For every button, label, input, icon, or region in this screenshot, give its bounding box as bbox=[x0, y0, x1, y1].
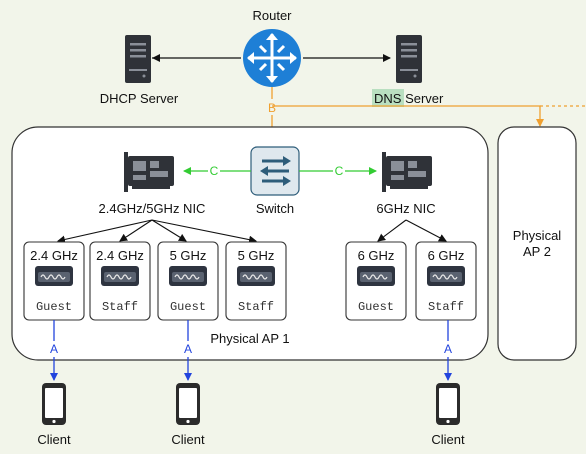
radio-ssid-label: Staff bbox=[102, 300, 138, 314]
client-link-label: A bbox=[184, 342, 192, 356]
dns-server-icon bbox=[396, 35, 422, 83]
nic-right-label: 6GHz NIC bbox=[376, 201, 435, 216]
router-ap2-link bbox=[272, 105, 544, 127]
router-icon bbox=[243, 29, 301, 87]
access-point-icon bbox=[426, 265, 466, 287]
radio-band-label: 2.4 GHz bbox=[96, 248, 144, 263]
switch-nic-right-label: C bbox=[335, 164, 344, 178]
switch-nic-left-label: C bbox=[210, 164, 219, 178]
radio-ssid-label: Guest bbox=[358, 300, 394, 314]
physical-ap2-line2: AP 2 bbox=[523, 244, 551, 259]
smartphone-icon bbox=[176, 383, 200, 425]
radio-band-label: 2.4 GHz bbox=[30, 248, 78, 263]
radio-band-label: 6 GHz bbox=[428, 248, 465, 263]
physical-ap2-line1: Physical bbox=[513, 228, 562, 243]
client-link-label: A bbox=[50, 342, 58, 356]
access-point-icon bbox=[34, 265, 74, 287]
radio-band-label: 6 GHz bbox=[358, 248, 395, 263]
access-point-icon bbox=[100, 265, 140, 287]
physical-ap2-box bbox=[497, 126, 577, 361]
client-label: Client bbox=[171, 432, 205, 447]
nic-right-icon bbox=[382, 152, 432, 192]
nic-left-icon bbox=[124, 152, 174, 192]
access-point-icon bbox=[236, 265, 276, 287]
dns-highlight bbox=[372, 89, 404, 107]
dhcp-server-label: DHCP Server bbox=[100, 91, 179, 106]
client-group: Client Client Client bbox=[37, 383, 465, 447]
dns-server-label: DNS Server bbox=[374, 91, 444, 106]
client-link-label: A bbox=[444, 342, 452, 356]
dns-label-highlight: DNS bbox=[374, 91, 402, 106]
client-label: Client bbox=[431, 432, 465, 447]
router-switch-label: B bbox=[268, 101, 276, 115]
radio-ssid-label: Staff bbox=[238, 300, 274, 314]
radio-ssid-label: Staff bbox=[428, 300, 464, 314]
radio-ssid-label: Guest bbox=[170, 300, 206, 314]
radio-band-label: 5 GHz bbox=[170, 248, 207, 263]
radio-band-label: 5 GHz bbox=[238, 248, 275, 263]
client-label: Client bbox=[37, 432, 71, 447]
dns-label-rest: Server bbox=[401, 91, 444, 106]
nic-radio-arrows bbox=[57, 219, 447, 244]
switch-label: Switch bbox=[256, 201, 294, 216]
nic-left-label: 2.4GHz/5GHz NIC bbox=[99, 201, 206, 216]
switch-icon bbox=[250, 146, 300, 196]
smartphone-icon bbox=[436, 383, 460, 425]
radio-ssid-label: Guest bbox=[36, 300, 72, 314]
dhcp-arrow-head bbox=[152, 54, 160, 62]
dhcp-server-icon bbox=[125, 35, 151, 83]
access-point-icon bbox=[356, 265, 396, 287]
router-label: Router bbox=[252, 8, 292, 23]
physical-ap1-label: Physical AP 1 bbox=[210, 331, 289, 346]
smartphone-icon bbox=[42, 383, 66, 425]
access-point-icon bbox=[168, 265, 208, 287]
